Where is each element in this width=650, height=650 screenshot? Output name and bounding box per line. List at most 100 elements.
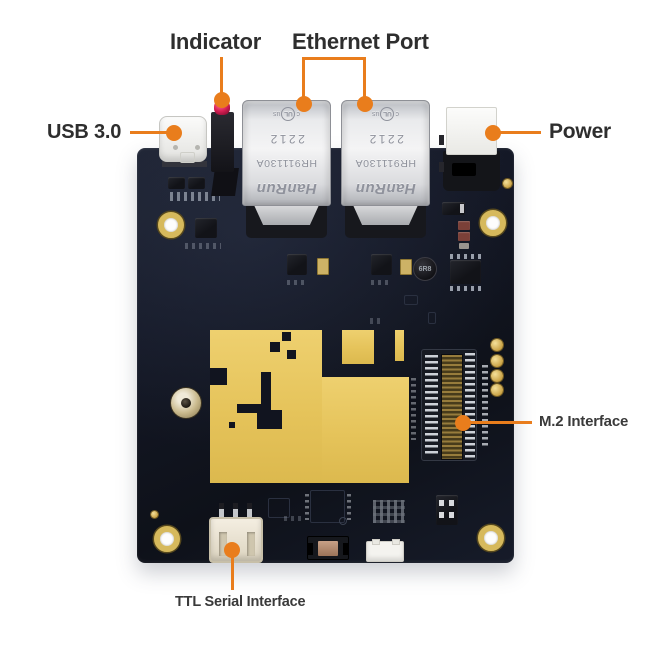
power-connector-tab: [439, 135, 444, 145]
antenna-region-right: [322, 377, 409, 483]
antenna-cutout: [287, 350, 296, 359]
ic-outline: [310, 490, 345, 523]
callout-bracket-ethernet: [302, 57, 366, 60]
power-inductor: 6R8: [413, 257, 437, 281]
usb-port-shadow: [162, 161, 207, 167]
smd-component: [317, 258, 329, 275]
callout-line-ethernet-right: [363, 57, 366, 103]
capacitor: [458, 232, 470, 241]
capacitor: [458, 221, 470, 230]
ttl-pin: [219, 503, 224, 520]
phy-chip-2: [371, 254, 392, 275]
silkscreen-circle: [339, 517, 347, 525]
standoff-screw-hole: [171, 388, 201, 418]
pin-header: [168, 177, 185, 189]
indicator-post: [211, 112, 234, 172]
mounting-hole-bottom-left: [154, 526, 180, 552]
usb-c-port: [159, 116, 207, 163]
solder-pads: [347, 494, 351, 520]
solder-pads: [305, 494, 309, 520]
power-connector-tab: [439, 162, 444, 172]
antenna-cutout: [257, 410, 282, 429]
antenna-cutout: [261, 372, 271, 412]
callout-dot-ethernet-1: [296, 96, 312, 112]
ttl-pin: [233, 503, 238, 520]
label-usb-3-0: USB 3.0: [47, 121, 122, 143]
indicator-post-base: [211, 168, 239, 196]
callout-dot-ethernet-2: [357, 96, 373, 112]
smd-component: [400, 259, 412, 275]
test-point: [503, 179, 512, 188]
label-ttl-serial-interface: TTL Serial Interface: [175, 594, 306, 610]
ic-pins: [450, 254, 481, 259]
pad-grid: [373, 500, 405, 523]
power-connector-base: [443, 151, 500, 191]
callout-dot-indicator: [214, 92, 230, 108]
port-brand: HanRun: [256, 180, 317, 197]
silkscreen-outline: [268, 498, 290, 518]
callout-line-ethernet-left: [302, 57, 305, 103]
antenna-cutout: [229, 422, 235, 428]
antenna-cutout: [237, 404, 271, 413]
gold-pad: [491, 370, 503, 382]
label-m2-interface: M.2 Interface: [539, 413, 629, 430]
callout-line-ttl: [231, 552, 234, 590]
ic-chip: [195, 218, 217, 238]
capacitor: [459, 243, 469, 249]
callout-dot-usb: [166, 125, 182, 141]
port-brand: HanRun: [355, 180, 416, 197]
inductor-marking: 6R8: [418, 265, 432, 273]
solder-pads: [185, 243, 221, 249]
antenna-pad-strip: [395, 330, 404, 361]
mounting-hole-top-right: [480, 210, 506, 236]
label-indicator: Indicator: [170, 29, 262, 54]
antenna-pad-square: [342, 330, 374, 364]
m2-side-pads: [411, 378, 416, 440]
callout-line-usb: [130, 131, 174, 134]
gold-pad: [491, 384, 503, 396]
phy-chip-1: [287, 254, 307, 275]
callout-line-indicator: [220, 57, 223, 100]
antenna-cutout: [210, 368, 227, 385]
gold-pad: [491, 355, 503, 367]
solder-pads: [284, 516, 304, 521]
ttl-pin: [247, 503, 252, 520]
slide-switch: [307, 536, 349, 560]
micro-connector: [366, 539, 404, 562]
mounting-hole-bottom-right: [478, 525, 504, 551]
ic-chip: [450, 260, 481, 284]
antenna-cutout: [270, 342, 280, 352]
ic-chip: [436, 495, 458, 525]
port-model: HR911130A: [354, 157, 417, 169]
port-date-code: 2212: [268, 132, 305, 146]
label-power: Power: [549, 120, 612, 143]
solder-pads: [370, 318, 382, 324]
label-ethernet-port: Ethernet Port: [292, 29, 429, 54]
power-connector: [446, 107, 497, 155]
ic-pins: [450, 286, 481, 291]
silkscreen-outline: [404, 295, 418, 305]
callout-line-m2: [466, 421, 532, 424]
solder-pads: [371, 280, 391, 285]
test-point: [151, 511, 158, 518]
port-model: HR911130A: [255, 157, 318, 169]
diode: [442, 202, 465, 215]
m2-connector: [421, 349, 477, 461]
gold-pad: [491, 339, 503, 351]
callout-dot-ttl: [224, 542, 240, 558]
ethernet-port-1-base: [246, 202, 327, 238]
callout-line-power: [495, 131, 541, 134]
mounting-hole-top-left: [158, 212, 184, 238]
callout-dot-m2: [455, 415, 471, 431]
port-date-code: 2212: [367, 132, 404, 146]
silkscreen-outline: [428, 312, 436, 324]
callout-dot-power: [485, 125, 501, 141]
solder-pads: [170, 192, 220, 201]
